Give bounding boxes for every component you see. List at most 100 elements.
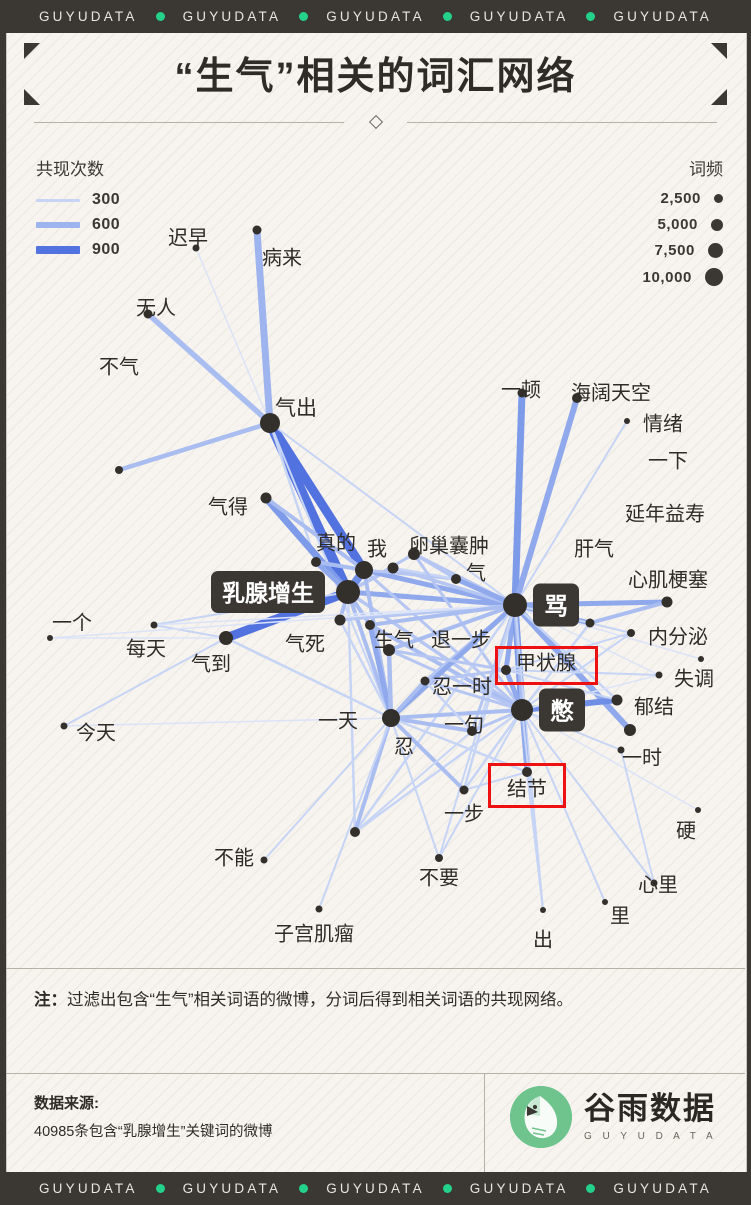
network-node[interactable] [627, 629, 635, 637]
network-node-label[interactable]: 卵巢囊肿 [409, 535, 489, 558]
network-node[interactable] [611, 694, 623, 706]
network-node-label[interactable]: 不能 [214, 847, 254, 870]
network-node[interactable] [383, 644, 395, 656]
network-node-label[interactable]: 一天 [318, 710, 358, 733]
network-node-label[interactable]: 心肌梗塞 [628, 569, 708, 592]
network-node-chip-label[interactable]: 骂 [533, 583, 579, 627]
network-node[interactable] [192, 244, 200, 252]
network-node[interactable] [350, 827, 360, 837]
network-node-label[interactable]: 不气 [99, 356, 139, 379]
corner-triangle-top-right-icon [711, 43, 727, 59]
network-node-label[interactable]: 甲状腺 [516, 652, 576, 675]
network-node[interactable] [617, 746, 625, 754]
network-node[interactable] [572, 393, 582, 403]
network-node[interactable] [540, 907, 546, 913]
network-node-label[interactable]: 内分泌 [648, 626, 708, 649]
network-node[interactable] [47, 635, 53, 641]
network-node[interactable] [311, 557, 321, 567]
network-node-label[interactable]: 一句 [444, 714, 484, 737]
network-node[interactable] [115, 466, 123, 474]
network-node[interactable] [355, 561, 373, 579]
network-node-label[interactable]: 气到 [191, 653, 231, 676]
network-node[interactable] [624, 418, 630, 424]
network-edge [512, 602, 633, 733]
network-edge [505, 669, 660, 676]
network-node[interactable] [602, 899, 608, 905]
highlight-box [488, 763, 566, 808]
network-node[interactable] [365, 620, 375, 630]
network-node-label[interactable]: 一时 [622, 747, 662, 770]
network-node[interactable] [624, 724, 636, 736]
network-node[interactable] [650, 879, 658, 887]
network-node-label[interactable]: 生气 [374, 629, 414, 652]
network-node-label[interactable]: 硬 [676, 820, 696, 843]
network-node[interactable] [334, 614, 346, 626]
note-text: 过滤出包含“生气”相关词语的微博，分词后得到相关词语的共现网络。 [67, 991, 573, 1009]
network-node-label[interactable]: 一步 [444, 803, 484, 826]
network-node[interactable] [315, 905, 323, 913]
network-node-label[interactable]: 病来 [262, 247, 302, 270]
network-node-label[interactable]: 今天 [76, 722, 116, 745]
network-node[interactable] [260, 492, 272, 504]
network-node[interactable] [408, 548, 420, 560]
network-node-label[interactable]: 出 [533, 929, 553, 952]
network-node-label[interactable]: 延年益寿 [625, 503, 705, 526]
network-node[interactable] [143, 309, 153, 319]
network-node[interactable] [585, 618, 595, 628]
network-node-label[interactable]: 里 [610, 905, 630, 928]
network-node-label[interactable]: 迟早 [168, 227, 208, 250]
network-node-label[interactable]: 心里 [638, 874, 678, 897]
network-node-label[interactable]: 一个 [52, 612, 92, 635]
network-node-label[interactable]: 一下 [648, 450, 688, 473]
network-node[interactable] [260, 413, 280, 433]
network-node[interactable] [503, 593, 527, 617]
network-node-label[interactable]: 失调 [674, 668, 714, 691]
network-node[interactable] [451, 574, 461, 584]
network-node-chip-label[interactable]: 憋 [539, 688, 585, 732]
network-node[interactable] [522, 767, 532, 777]
network-node[interactable] [150, 621, 158, 629]
network-node[interactable] [501, 665, 511, 675]
network-node[interactable] [661, 596, 673, 608]
banner-wordmark: GUYUDATA [182, 9, 282, 24]
network-node-label[interactable]: 子宫肌瘤 [274, 923, 354, 946]
node-legend-row: 2,500 [643, 190, 723, 207]
network-node-label[interactable]: 忍 [394, 736, 414, 759]
network-node-label[interactable]: 气得 [208, 496, 248, 519]
network-node[interactable] [698, 656, 704, 662]
network-node[interactable] [252, 225, 262, 235]
network-node-label[interactable]: 海阔天空 [571, 382, 651, 405]
network-node-label[interactable]: 忍一时 [432, 676, 492, 699]
network-node[interactable] [655, 671, 663, 679]
network-node-label[interactable]: 我 [367, 538, 387, 561]
network-node-label[interactable]: 结节 [507, 778, 547, 801]
network-node[interactable] [60, 722, 68, 730]
network-node-label[interactable]: 不要 [419, 867, 459, 890]
network-node-label[interactable]: 郁结 [634, 696, 674, 719]
network-node-label[interactable]: 气死 [285, 633, 325, 656]
network-node-label[interactable]: 一顿 [501, 379, 541, 402]
network-edge [462, 708, 524, 792]
network-node[interactable] [459, 785, 469, 795]
network-node[interactable] [336, 580, 360, 604]
network-node[interactable] [382, 709, 400, 727]
network-node-label[interactable]: 每天 [126, 638, 166, 661]
network-node[interactable] [517, 388, 527, 398]
network-node-label[interactable]: 真的 [316, 532, 356, 555]
network-node[interactable] [695, 807, 701, 813]
network-node-label[interactable]: 气出 [275, 397, 317, 420]
network-node-chip-label[interactable]: 乳腺增生 [211, 571, 325, 613]
network-node-label[interactable]: 情绪 [643, 413, 683, 436]
network-node[interactable] [435, 854, 443, 862]
network-edge [387, 603, 517, 652]
network-node[interactable] [387, 562, 399, 574]
network-node-label[interactable]: 肝气 [574, 538, 614, 561]
network-node-label[interactable]: 气 [466, 562, 486, 585]
network-node[interactable] [260, 856, 268, 864]
network-node[interactable] [420, 676, 430, 686]
network-node[interactable] [467, 726, 477, 736]
network-node-label[interactable]: 退一步 [431, 629, 491, 652]
network-node[interactable] [511, 699, 533, 721]
network-node[interactable] [219, 631, 233, 645]
network-node-label[interactable]: 无人 [136, 297, 176, 320]
